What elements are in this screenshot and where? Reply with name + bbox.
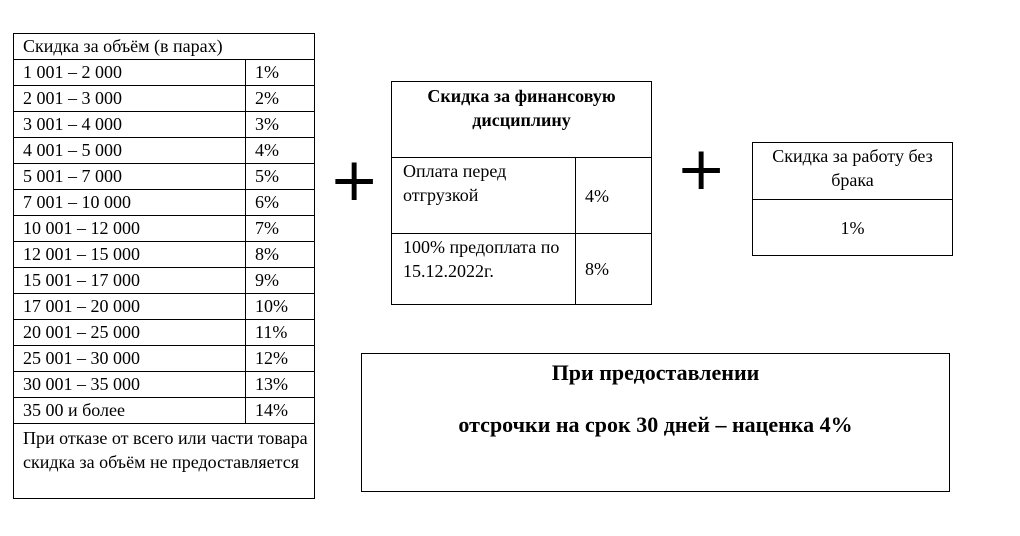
deferral-line-2: отсрочки на срок 30 дней – наценка 4% — [458, 412, 853, 437]
plus-sign: + — [329, 145, 380, 215]
volume-range: 2 001 – 3 000 — [13, 85, 246, 112]
financial-condition-label: Оплата перед отгрузкой — [391, 157, 576, 234]
volume-percent: 8% — [245, 241, 315, 268]
volume-percent: 11% — [245, 319, 315, 346]
volume-range: 12 001 – 15 000 — [13, 241, 246, 268]
volume-range: 5 001 – 7 000 — [13, 163, 246, 190]
defect-free-percent: 1% — [752, 199, 953, 256]
table-row: 2 001 – 3 000 2% — [13, 85, 315, 112]
volume-discount-note: При отказе от всего или части товара ски… — [13, 423, 315, 499]
defect-free-table: Скидка за работу без брака 1% — [752, 142, 953, 256]
table-row: 17 001 – 20 000 10% — [13, 293, 315, 320]
table-row: 10 001 – 12 000 7% — [13, 215, 315, 242]
volume-percent: 6% — [245, 189, 315, 216]
volume-range: 7 001 – 10 000 — [13, 189, 246, 216]
volume-range: 35 00 и более — [13, 397, 246, 424]
financial-condition-label: 100% предоплата по 15.12.2022г. — [391, 233, 576, 305]
volume-discount-table: Скидка за объём (в парах) 1 001 – 2 000 … — [13, 33, 315, 499]
volume-percent: 3% — [245, 111, 315, 138]
table-row: 7 001 – 10 000 6% — [13, 189, 315, 216]
volume-range: 30 001 – 35 000 — [13, 371, 246, 398]
table-row: 3 001 – 4 000 3% — [13, 111, 315, 138]
volume-range: 3 001 – 4 000 — [13, 111, 246, 138]
financial-condition-percent: 4% — [575, 157, 652, 234]
defect-free-title: Скидка за работу без брака — [752, 142, 953, 200]
volume-percent: 13% — [245, 371, 315, 398]
volume-percent: 2% — [245, 85, 315, 112]
volume-percent: 14% — [245, 397, 315, 424]
table-row: 25 001 – 30 000 12% — [13, 345, 315, 372]
financial-discipline-table: Скидка за финансовую дисциплину Оплата п… — [391, 81, 652, 305]
table-row: 100% предоплата по 15.12.2022г. 8% — [391, 233, 652, 305]
table-row: 12 001 – 15 000 8% — [13, 241, 315, 268]
volume-percent: 9% — [245, 267, 315, 294]
table-row: 20 001 – 25 000 11% — [13, 319, 315, 346]
table-row: Оплата перед отгрузкой 4% — [391, 157, 652, 234]
volume-percent: 1% — [245, 59, 315, 86]
financial-discipline-title: Скидка за финансовую дисциплину — [391, 81, 652, 158]
volume-range: 20 001 – 25 000 — [13, 319, 246, 346]
plus-sign: + — [676, 134, 727, 204]
volume-range: 25 001 – 30 000 — [13, 345, 246, 372]
table-row: 5 001 – 7 000 5% — [13, 163, 315, 190]
volume-range: 17 001 – 20 000 — [13, 293, 246, 320]
deferral-line-1: При предоставлении — [551, 360, 760, 385]
volume-percent: 12% — [245, 345, 315, 372]
volume-percent: 4% — [245, 137, 315, 164]
volume-discount-header: Скидка за объём (в парах) — [13, 33, 315, 60]
financial-condition-percent: 8% — [575, 233, 652, 305]
table-row: 1 001 – 2 000 1% — [13, 59, 315, 86]
volume-percent: 7% — [245, 215, 315, 242]
volume-percent: 10% — [245, 293, 315, 320]
volume-range: 10 001 – 12 000 — [13, 215, 246, 242]
volume-percent: 5% — [245, 163, 315, 190]
table-row: 30 001 – 35 000 13% — [13, 371, 315, 398]
volume-range: 15 001 – 17 000 — [13, 267, 246, 294]
table-row: 15 001 – 17 000 9% — [13, 267, 315, 294]
volume-range: 1 001 – 2 000 — [13, 59, 246, 86]
deferral-notice: При предоставлении отсрочки на срок 30 д… — [361, 353, 950, 492]
table-row: 35 00 и более 14% — [13, 397, 315, 424]
table-row: 4 001 – 5 000 4% — [13, 137, 315, 164]
volume-range: 4 001 – 5 000 — [13, 137, 246, 164]
